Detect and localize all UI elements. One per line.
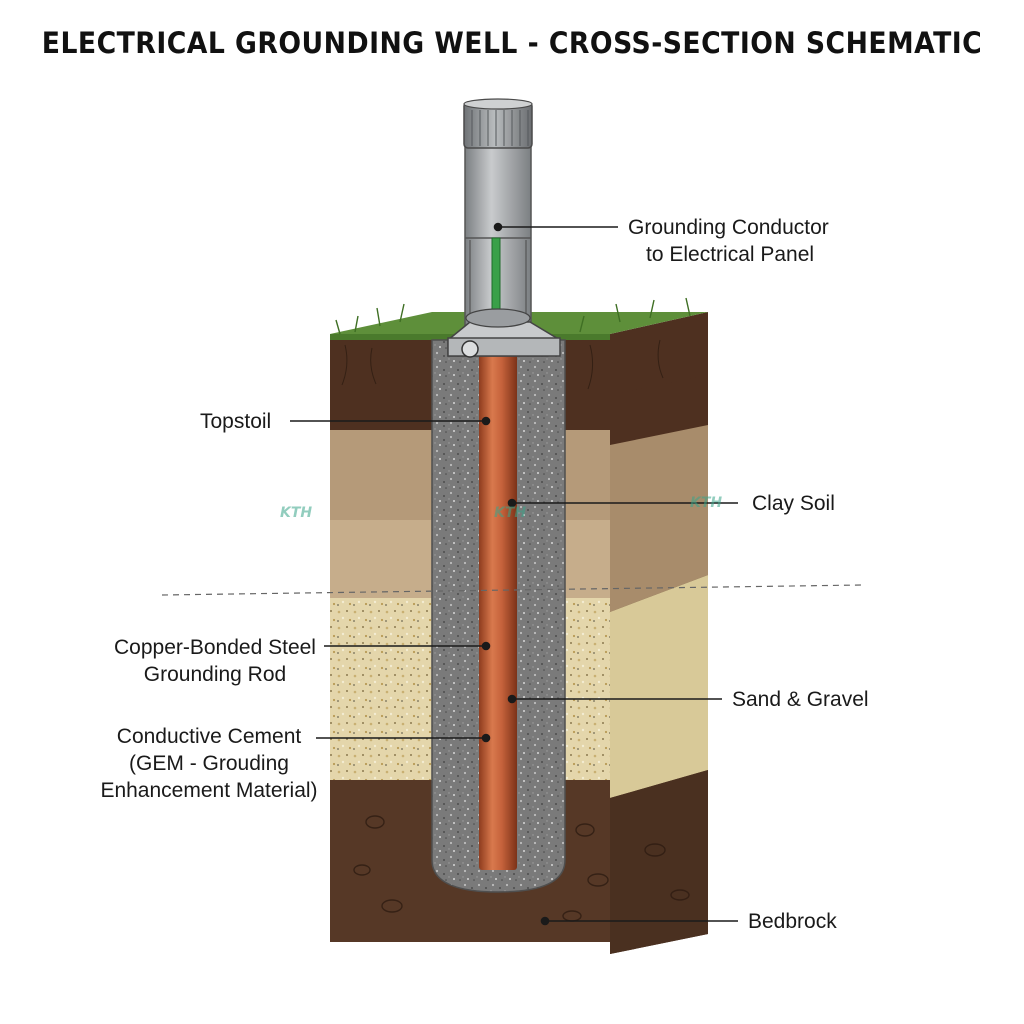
clamp-bolt-icon xyxy=(461,340,479,358)
label-sand-gravel: Sand & Gravel xyxy=(732,688,869,711)
label-cement-line3: Enhancement Material) xyxy=(100,779,318,802)
label-topsoil: Topstoil xyxy=(200,410,272,433)
watermark-logo-center: KTH xyxy=(494,505,527,521)
diagram-title: ELECTRICAL GROUNDING WELL - CROSS-SECTIO… xyxy=(41,26,983,60)
label-rod-line2: Grounding Rod xyxy=(143,663,287,686)
label-grounding-rod: Copper-Bonded Steel Grounding Rod xyxy=(108,634,322,688)
label-clay-soil: Clay Soil xyxy=(752,492,835,515)
label-cement-line1: Conductive Cement xyxy=(116,725,302,748)
label-conductive-cement: Conductive Cement (GEM - Grouding Enhanc… xyxy=(96,723,322,804)
label-conductor-line1: Grounding Conductor xyxy=(628,216,829,239)
label-cement-line2: (GEM - Grouding xyxy=(129,752,289,775)
label-conductor-line2: to Electrical Panel xyxy=(646,243,815,266)
leader-lines xyxy=(290,222,738,926)
inspection-cap xyxy=(463,98,533,149)
soil-block-side xyxy=(610,312,708,954)
reference-dashed-line xyxy=(161,584,863,596)
label-rod-line1: Copper-Bonded Steel xyxy=(114,636,316,659)
watermark-logo-right: KTH xyxy=(690,495,723,511)
watermark-logo-left: KTH xyxy=(280,505,313,521)
label-grounding-conductor: Grounding Conductor to Electrical Panel xyxy=(628,214,829,268)
label-bedrock: Bedbrock xyxy=(748,910,837,933)
ground-clamp xyxy=(447,308,562,358)
